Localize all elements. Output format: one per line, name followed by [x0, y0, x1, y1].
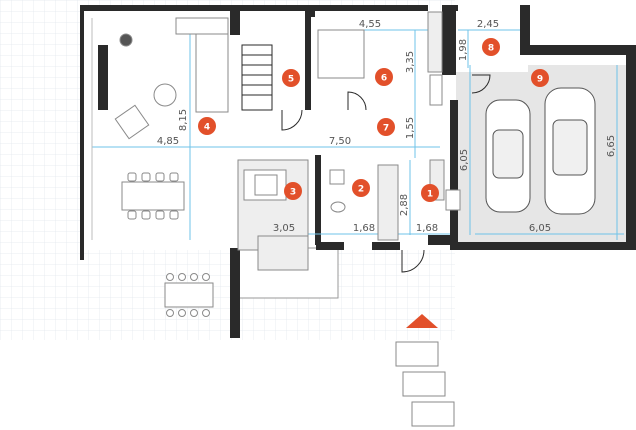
- hall-bench: [445, 189, 461, 211]
- room-marker-5: 5: [282, 69, 300, 87]
- room-marker-2: 2: [352, 179, 370, 197]
- furniture: [91, 11, 596, 427]
- svg-text:9: 9: [537, 75, 543, 85]
- room-marker-9: 9: [531, 69, 549, 87]
- terrace-chairs: [166, 273, 210, 317]
- dimension-label: 2,45: [477, 19, 499, 30]
- sofa-back: [175, 17, 229, 35]
- terrace-table: [164, 282, 214, 308]
- door-swing: [401, 249, 425, 273]
- dimension-label: 1,55: [405, 117, 416, 139]
- entrance-arrow-icon: [406, 314, 438, 328]
- round-table-icon: [153, 83, 177, 107]
- door-swing: [281, 109, 303, 131]
- svg-text:4: 4: [204, 123, 210, 133]
- walls: [80, 5, 636, 338]
- dimension-label: 3,35: [405, 51, 416, 73]
- dimension-label: 2,88: [399, 194, 410, 216]
- desk: [429, 74, 443, 106]
- doors: [281, 74, 491, 273]
- dimension-label: 6,05: [529, 223, 551, 234]
- dimension-label: 1,68: [353, 223, 375, 234]
- room-marker-8: 8: [482, 38, 500, 56]
- door-swing: [471, 74, 491, 94]
- kitchen-bar: [257, 235, 309, 271]
- dimension-label: 4,55: [359, 19, 381, 30]
- room-marker-1: 1: [421, 184, 439, 202]
- terrace-grid-right: [455, 250, 636, 430]
- dimension-label: 7,50: [329, 136, 351, 147]
- room-marker-4: 4: [198, 117, 216, 135]
- dimension-label: 1,98: [458, 39, 469, 61]
- svg-text:8: 8: [488, 44, 494, 54]
- svg-text:7: 7: [383, 124, 389, 134]
- svg-text:1: 1: [427, 190, 433, 200]
- toilet-icon: [330, 201, 346, 213]
- dimension-label: 6,05: [459, 149, 470, 171]
- dimension-label: 8,15: [178, 109, 189, 131]
- room-marker-7: 7: [377, 118, 395, 136]
- dimension-label: 3,05: [273, 223, 295, 234]
- dining-chairs: [127, 172, 179, 220]
- entrance-step: [395, 341, 439, 367]
- plant-icon: [119, 33, 133, 47]
- svg-text:2: 2: [358, 185, 364, 195]
- car-left-roof: [492, 129, 524, 179]
- cooktop-icon: [254, 174, 278, 196]
- dimension-label: 6,65: [606, 135, 617, 157]
- bathroom-cabinet: [377, 164, 399, 241]
- svg-text:6: 6: [381, 74, 387, 84]
- entrance-step: [402, 371, 446, 397]
- room-marker-6: 6: [375, 68, 393, 86]
- svg-text:3: 3: [290, 188, 296, 198]
- svg-text:5: 5: [288, 75, 294, 85]
- dining-table: [121, 181, 185, 211]
- bathroom-sink: [329, 169, 345, 185]
- dimension-label: 4,85: [157, 136, 179, 147]
- tv-unit: [98, 45, 108, 110]
- staircase: [241, 44, 273, 111]
- dimension-label: 1,68: [416, 223, 438, 234]
- armchair: [114, 104, 150, 140]
- room-marker-3: 3: [284, 182, 302, 200]
- entrance-step: [411, 401, 455, 427]
- door-swing: [347, 91, 367, 111]
- bed: [317, 29, 365, 79]
- car-right-roof: [552, 119, 588, 176]
- wardrobe: [427, 11, 443, 73]
